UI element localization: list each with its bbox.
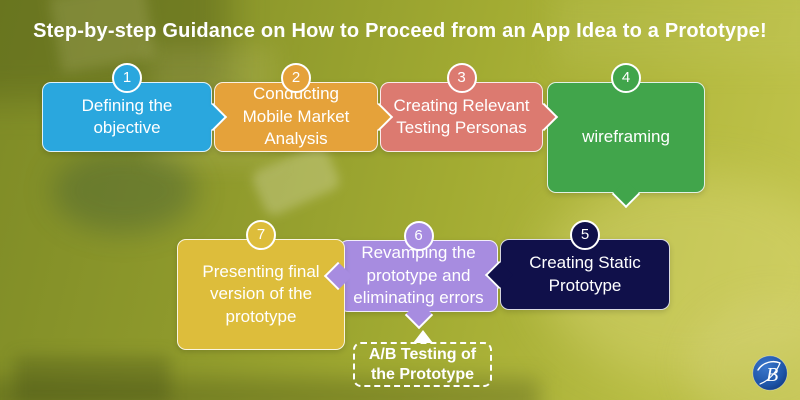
step-box-4: 4 wireframing <box>547 63 705 209</box>
infographic-title: Step-by-step Guidance on How to Proceed … <box>33 20 767 42</box>
step-box-7: 7 Presenting final version of the protot… <box>177 220 345 350</box>
step-number-badge: 5 <box>570 220 600 250</box>
arrow-down-icon <box>611 179 641 209</box>
step-box-2: 2 Conducting Mobile Market Analysis <box>214 63 394 152</box>
step-number-badge: 4 <box>611 63 641 93</box>
step-label: Creating Relevant Testing Personas <box>393 95 530 137</box>
step-label: Creating Static Prototype <box>529 253 641 295</box>
svg-text:B: B <box>766 364 778 386</box>
ab-testing-label: A/B Testing of the Prototype <box>368 345 477 383</box>
ab-testing-box: A/B Testing of the Prototype <box>353 330 492 387</box>
step-number-badge: 1 <box>112 63 142 93</box>
step-number-badge: 7 <box>246 220 276 250</box>
step-label: Revamping the prototype and eliminating … <box>353 243 484 308</box>
step-label: Presenting final version of the prototyp… <box>202 261 320 326</box>
step-number: 5 <box>580 226 590 244</box>
step-box-3: 3 Creating Relevant Testing Personas <box>380 63 559 152</box>
background-blur-shape <box>52 148 197 233</box>
step-number-badge: 3 <box>446 63 477 93</box>
brand-logo: B <box>752 355 788 391</box>
step-number: 3 <box>457 69 466 87</box>
step-number: 6 <box>414 227 423 245</box>
brand-logo-icon: B <box>752 355 788 391</box>
step-box-1: 1 Defining the objective <box>42 63 228 152</box>
step-label: Defining the objective <box>81 95 173 137</box>
step-label: wireframing <box>582 127 670 147</box>
step-number: 2 <box>291 69 301 87</box>
step-number: 1 <box>122 69 132 87</box>
step-number-badge: 6 <box>403 221 434 251</box>
step-number: 4 <box>621 69 631 87</box>
step-number: 7 <box>256 226 266 244</box>
step-box-6: 6 Revamping the prototype and eliminatin… <box>323 221 498 330</box>
background-phone-shape <box>249 141 343 219</box>
step-box-5: 5 Creating Static Prototype <box>484 220 670 310</box>
step-number-badge: 2 <box>281 63 311 93</box>
background-blur-shape <box>15 356 170 400</box>
arrow-up-icon <box>412 330 433 343</box>
step-label: Conducting Mobile Market Analysis <box>242 84 350 149</box>
